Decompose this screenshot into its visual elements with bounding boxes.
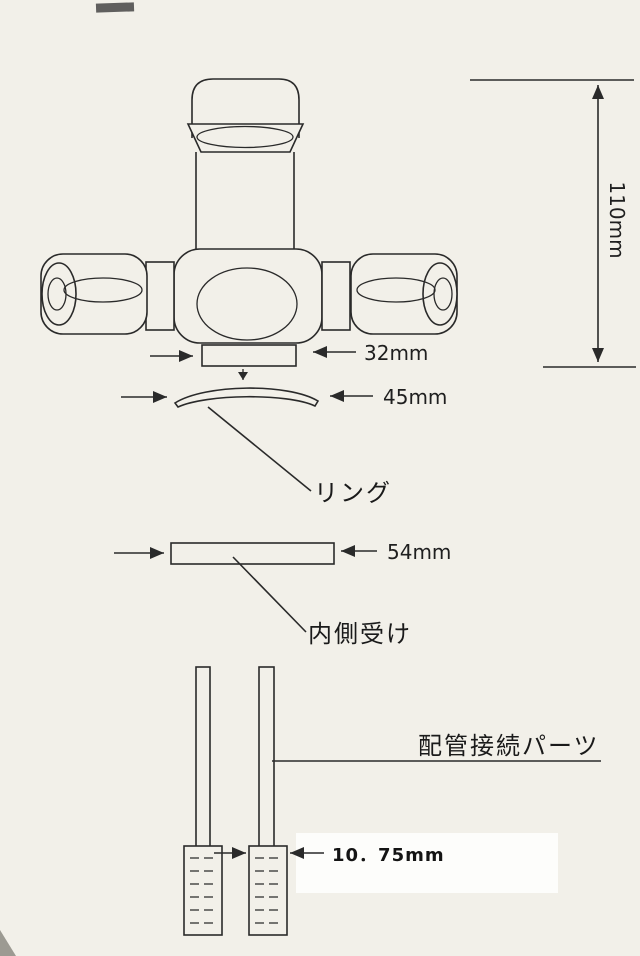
scan-artifact-corner (0, 930, 16, 956)
height-dim-label: 110mm (605, 181, 629, 258)
pipe-left (195, 666, 211, 848)
faucet-assembly (40, 78, 458, 367)
base-flange (201, 344, 297, 367)
inner-receiver-leader-line (232, 556, 307, 633)
inner-receiver-label: 内側受け (308, 620, 412, 648)
right-handle-endcap (422, 262, 458, 326)
left-handle (40, 253, 148, 335)
right-handle-highlight (356, 277, 436, 303)
pipe-dim-label: 10．75mm (332, 845, 445, 866)
inner-dim-label: 54mm (387, 540, 451, 564)
faucet-center-block (173, 248, 323, 344)
right-handle (350, 253, 458, 335)
pipe-parts-label: 配管接続パーツ (418, 732, 600, 760)
ring-dome (173, 387, 320, 408)
pipe-thread-right-body (248, 845, 288, 936)
scan-artifact-top (95, 2, 135, 13)
pipe-thread-right-grooves (255, 857, 281, 924)
spout-opening-ellipse (196, 125, 294, 149)
pipe-thread-left-grooves (190, 857, 216, 924)
scan-white-patch (296, 833, 558, 893)
left-handle-highlight (63, 277, 143, 303)
right-handle-endcap-inner (433, 277, 453, 311)
pipe-width-dimension: 10．75mm (214, 845, 445, 866)
pipe-thread-left-body (183, 845, 223, 936)
pipe-right (258, 666, 275, 848)
pipe-thread-left (183, 845, 223, 936)
base-dim-label: 32mm (364, 341, 428, 365)
ring-width-dimension: 45mm (121, 385, 447, 409)
pipe-thread-right (248, 845, 288, 936)
inner-width-dimension: 54mm (114, 540, 451, 564)
valve-circle (196, 267, 298, 341)
ring-label: リング (314, 479, 392, 507)
right-handle-connector (321, 261, 351, 331)
ring-dim-label: 45mm (383, 385, 447, 409)
inner-receiver-plate (170, 542, 335, 565)
height-dimension: 110mm (470, 79, 636, 368)
ring-leader-line (207, 406, 312, 492)
left-handle-connector (145, 261, 175, 331)
faucet-body (195, 152, 295, 256)
base-width-dimension: 32mm (150, 341, 428, 365)
left-handle-endcap (41, 262, 77, 326)
